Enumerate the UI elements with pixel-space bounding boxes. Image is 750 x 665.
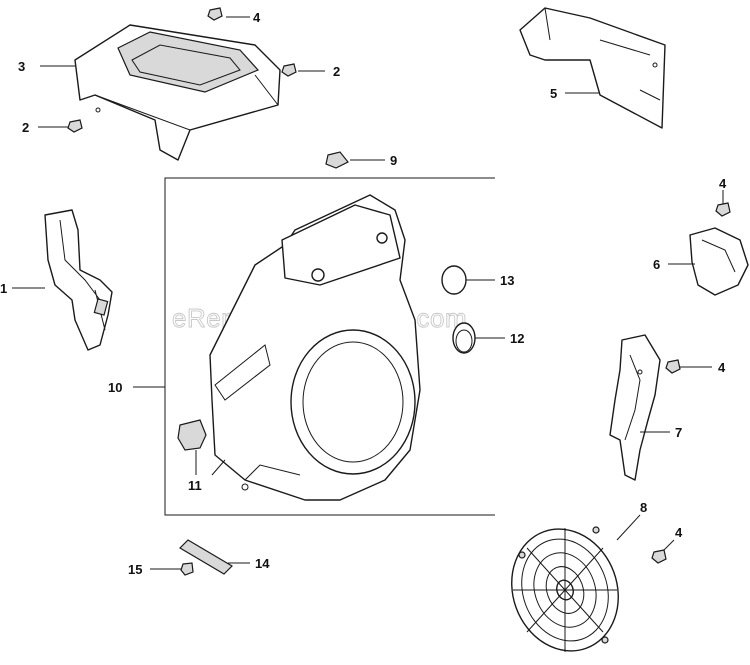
part-9-clip[interactable] bbox=[325, 151, 349, 169]
part-6-side-guard[interactable] bbox=[689, 227, 749, 296]
callout-2: 2 bbox=[22, 120, 29, 135]
callout-13: 13 bbox=[500, 273, 514, 288]
callout-5: 5 bbox=[550, 86, 557, 101]
callout-4: 4 bbox=[719, 176, 727, 191]
part-3-top-shroud[interactable] bbox=[74, 24, 281, 161]
callout-3: 3 bbox=[18, 59, 25, 74]
callout-6: 6 bbox=[653, 257, 660, 272]
part-11-grommet[interactable] bbox=[177, 419, 207, 451]
part-2-screw-right[interactable] bbox=[281, 63, 297, 77]
callout-11: 11 bbox=[188, 478, 202, 493]
callout-14: 14 bbox=[255, 556, 270, 571]
callout-4: 4 bbox=[253, 10, 261, 25]
part-13-plug[interactable] bbox=[441, 265, 467, 295]
part-12-plug[interactable] bbox=[452, 322, 476, 354]
part-4-screw-right-middle[interactable] bbox=[665, 359, 681, 374]
part-7-bracket[interactable] bbox=[609, 334, 661, 481]
callout-10: 10 bbox=[108, 380, 122, 395]
callout-4: 4 bbox=[718, 360, 726, 375]
part-4-screw-right-lower[interactable] bbox=[651, 549, 667, 564]
part-10-blower-housing[interactable] bbox=[164, 177, 495, 516]
callout-4: 4 bbox=[675, 525, 683, 540]
part-15-screw[interactable] bbox=[180, 562, 194, 576]
callout-1: 1 bbox=[0, 281, 7, 296]
part-4-screw-top[interactable] bbox=[207, 7, 223, 21]
leader-lines bbox=[12, 16, 724, 570]
callout-12: 12 bbox=[510, 331, 524, 346]
callout-7: 7 bbox=[675, 425, 682, 440]
part-14-gasket[interactable] bbox=[179, 539, 233, 575]
part-5-baffle[interactable] bbox=[519, 7, 666, 129]
callout-8: 8 bbox=[640, 500, 647, 515]
callout-labels: 4 3 2 2 5 9 4 1 6 13 12 4 10 7 11 8 4 14… bbox=[0, 10, 727, 577]
part-2-screw-left[interactable] bbox=[67, 119, 83, 133]
part-8-fan-grille[interactable] bbox=[495, 514, 635, 665]
part-1-side-baffle[interactable] bbox=[44, 209, 113, 351]
part-4-screw-right-upper[interactable] bbox=[715, 202, 731, 217]
callout-2: 2 bbox=[333, 64, 340, 79]
callout-15: 15 bbox=[128, 562, 142, 577]
callout-9: 9 bbox=[390, 153, 397, 168]
